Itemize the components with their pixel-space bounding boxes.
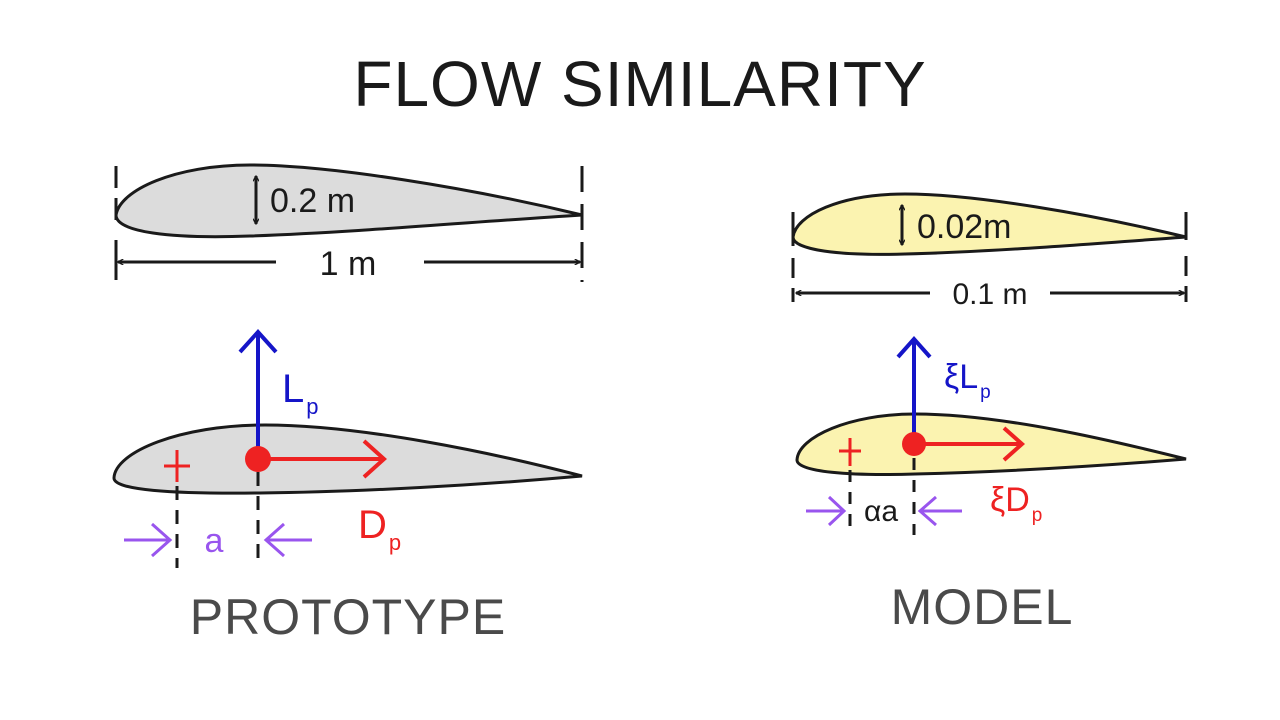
prototype-chord-label: 1 m <box>320 245 377 283</box>
prototype-thickness-label: 0.2 m <box>270 182 355 220</box>
prototype-lift-arrowhead <box>238 329 278 354</box>
prototype-group: 0.2 m 1 m Lp Dp <box>112 163 584 645</box>
model-chord-label: 0.1 m <box>952 278 1027 311</box>
prototype-drag-label: Dp <box>358 503 401 555</box>
prototype-caption: PROTOTYPE <box>190 589 506 645</box>
model-thickness-label: 0.02m <box>917 208 1012 246</box>
model-offset-arrowhead-left <box>827 495 847 527</box>
prototype-lift-subscript: p <box>306 394 318 419</box>
prototype-drag-subscript: p <box>389 530 401 555</box>
model-force-point <box>902 432 926 456</box>
model-drag-arrowhead <box>1002 426 1026 462</box>
page-title: FLOW SIMILARITY <box>353 48 926 120</box>
model-drag-subscript: p <box>1032 505 1043 526</box>
prototype-dimension-airfoil: 0.2 m 1 m <box>114 163 584 283</box>
prototype-force-airfoil: Lp Dp a <box>112 329 583 568</box>
model-lift-arrowhead <box>896 335 932 359</box>
prototype-force-point <box>245 446 271 472</box>
model-caption: MODEL <box>891 579 1074 635</box>
model-offset-label: αa <box>864 495 898 528</box>
prototype-lift-label: Lp <box>282 367 319 419</box>
model-dimension-airfoil: 0.02m 0.1 m <box>791 192 1188 311</box>
model-lift-subscript: p <box>980 382 991 403</box>
model-offset-arrowhead-right <box>917 495 937 527</box>
prototype-drag-arrowhead <box>362 439 387 479</box>
prototype-offset-arrowhead-left <box>151 522 173 558</box>
prototype-offset-arrowhead-right <box>263 522 285 558</box>
prototype-offset-label: a <box>205 522 224 560</box>
